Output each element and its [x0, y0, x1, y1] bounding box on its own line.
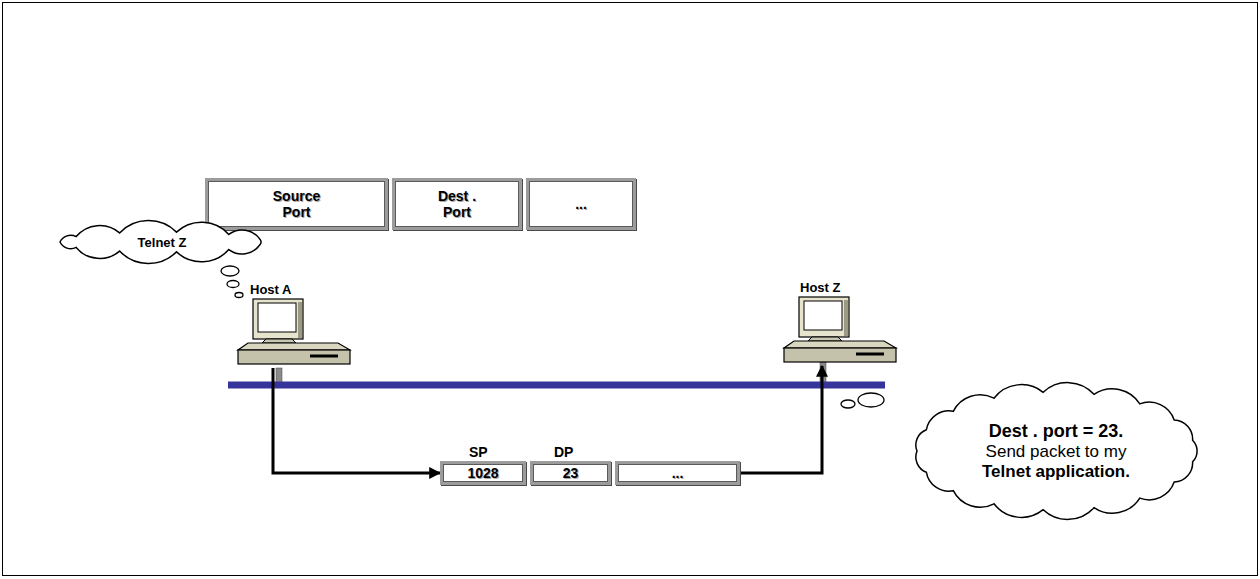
- cloud-text: Telnet application.: [982, 462, 1130, 482]
- packet-field: SP 1028: [440, 444, 526, 485]
- thought-cloud: Telnet Z: [48, 220, 276, 264]
- field-name: Dest . Port: [429, 188, 485, 220]
- field-heading: DP: [530, 444, 611, 461]
- field-value: 23: [563, 465, 579, 481]
- base-front: [238, 350, 350, 364]
- base-front: [784, 348, 896, 362]
- base-top: [238, 343, 350, 350]
- thought-bubble: [227, 281, 239, 288]
- monitor-screen: [804, 301, 842, 330]
- field-value: ...: [672, 465, 684, 481]
- frame-border: [3, 3, 1258, 576]
- packet-field: ...: [615, 461, 740, 485]
- drive-slot: [856, 353, 884, 356]
- cloud-text: Send packet to my: [986, 442, 1127, 462]
- monitor-shade: [844, 300, 848, 336]
- connector-arrow: [273, 368, 440, 473]
- computer-icon: [236, 298, 352, 368]
- packet-field: DP 23: [530, 444, 611, 485]
- cloud-shape: [916, 383, 1197, 520]
- field-name: Source Port: [266, 188, 328, 220]
- host-name: Host Z: [782, 280, 898, 296]
- thought-cloud: Dest . port = 23.Send packet to myTelnet…: [905, 380, 1207, 522]
- cloud-text: Telnet Z: [138, 235, 187, 250]
- field-heading: SP: [440, 444, 526, 461]
- monitor-screen: [258, 303, 296, 332]
- computer-icon: [782, 296, 898, 366]
- network-bus: [228, 382, 885, 389]
- connector-arrow: [740, 366, 822, 473]
- packet-field-box: ...: [615, 461, 740, 485]
- monitor-case: [253, 299, 303, 339]
- field-name: ...: [575, 196, 587, 212]
- thought-bubble: [858, 393, 884, 407]
- monitor-stand: [808, 337, 842, 341]
- base-top: [784, 341, 896, 348]
- host-computer: Host A: [236, 282, 352, 368]
- packet-field-box: 1028: [440, 461, 526, 485]
- header-field-box: ...: [526, 178, 636, 230]
- cloud-text: Dest . port = 23.: [989, 421, 1124, 442]
- thought-bubble: [221, 266, 239, 276]
- thought-bubble: [841, 400, 855, 408]
- packet-field-box: 23: [530, 461, 611, 485]
- host-computer: Host Z: [782, 280, 898, 366]
- monitor-case: [799, 297, 849, 337]
- header-field-box: Source Port: [205, 178, 388, 230]
- field-value: 1028: [467, 465, 498, 481]
- monitor-stand: [262, 339, 296, 343]
- header-field-box: Dest . Port: [392, 178, 522, 230]
- cloud-shape: [60, 221, 261, 264]
- thought-bubble: [235, 293, 243, 298]
- drive-slot: [310, 355, 338, 358]
- host-name: Host A: [236, 282, 352, 298]
- monitor-shade: [298, 302, 302, 338]
